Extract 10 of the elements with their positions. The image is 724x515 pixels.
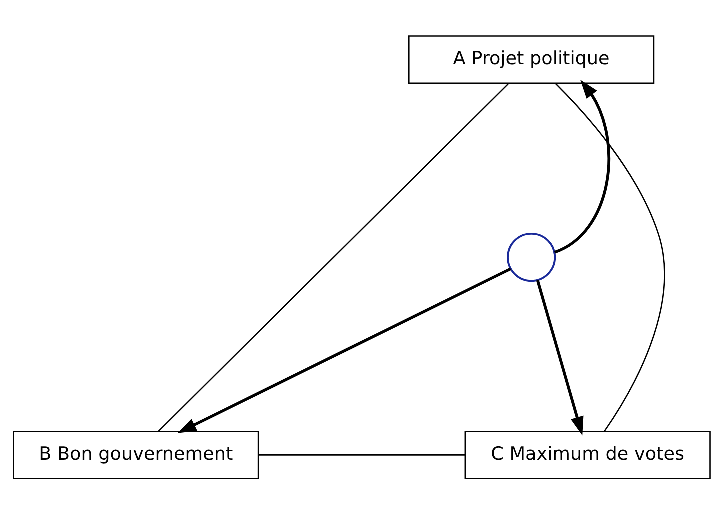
connector xyxy=(555,83,666,432)
node-circle xyxy=(507,232,556,282)
connector xyxy=(158,83,510,432)
arrow xyxy=(178,268,512,434)
arrow xyxy=(554,80,610,254)
arrow xyxy=(536,280,584,436)
node-box: B Bon gouvernement xyxy=(13,430,260,480)
node-box: C Maximum de votes xyxy=(464,430,711,480)
node-box: A Projet politique xyxy=(408,36,655,84)
connector xyxy=(258,454,466,456)
